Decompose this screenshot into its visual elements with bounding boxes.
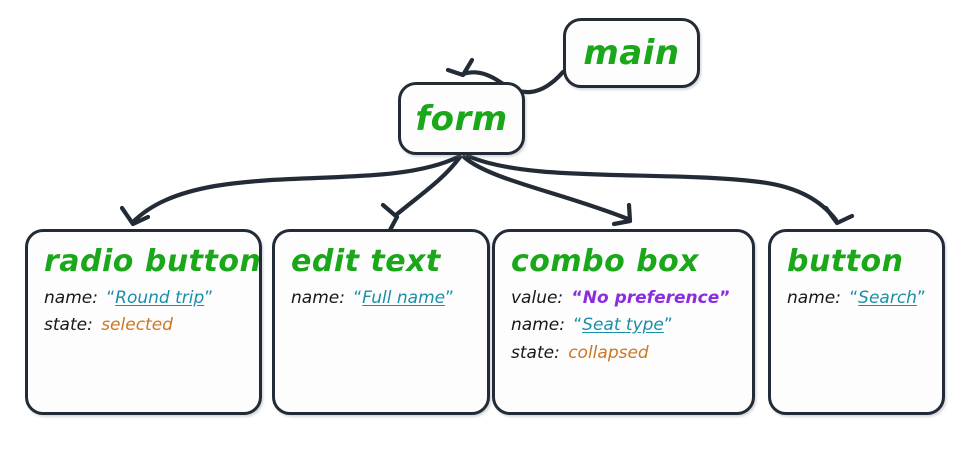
arrowhead-button [823,205,855,226]
attribute-value: selected [101,315,173,336]
node-role-label: form [415,98,508,139]
attribute-row: name: “Search” [787,285,926,313]
attribute-row: state: collapsed [511,340,736,368]
attribute-key: state: [511,342,560,363]
attribute-key: name: [787,287,841,308]
attribute-key: value: [511,287,564,308]
node-main[interactable]: main [563,18,700,88]
quote-close: ” [916,287,926,308]
edge-form-to-combo-box [461,154,631,222]
node-radio-button[interactable]: radio button name: “Round trip” state: s… [25,229,262,415]
arrowhead-form [445,57,475,78]
attribute-row: state: selected [44,312,243,340]
attribute-value: “Full name” [353,288,454,308]
quote-open: “ [353,287,363,308]
node-role-label: radio button [44,244,262,279]
quote-close: ” [719,287,731,308]
attribute-value-text: Search [858,287,917,308]
arrowhead-combo-box [611,202,633,227]
attribute-row: value: “No preference” [511,285,736,313]
attribute-key: state: [44,315,93,336]
quote-open: “ [106,287,116,308]
quote-close: ” [445,287,454,308]
node-button[interactable]: button name: “Search” [768,229,945,415]
node-attributes: value: “No preference” name: “Seat type”… [511,285,736,368]
attribute-value-text: No preference [582,287,720,308]
quote-open: “ [571,287,583,308]
node-role-label: combo box [511,244,700,279]
node-role-label: button [787,244,904,279]
node-form[interactable]: form [398,82,525,155]
node-combo-box[interactable]: combo box value: “No preference” name: “… [492,229,755,415]
attribute-value: “Seat type” [573,315,672,335]
attribute-value-text: Seat type [582,315,664,336]
node-attributes: name: “Search” [787,285,926,313]
quote-open: “ [849,287,859,308]
edge-form-to-edit-text [393,154,463,218]
node-role-label: main [583,33,680,73]
attribute-key: name: [291,287,345,308]
quote-open: “ [573,315,583,336]
attribute-key: name: [511,315,565,336]
attribute-value: “Search” [849,288,925,308]
edge-form-to-button [465,153,839,223]
arrowhead-radio-button [119,205,151,227]
node-attributes: name: “Full name” [291,285,471,313]
attribute-row: name: “Round trip” [44,285,243,313]
attribute-row: name: “Seat type” [511,312,736,340]
quote-close: ” [663,315,673,336]
node-attributes: name: “Round trip” state: selected [44,285,243,340]
node-edit-text[interactable]: edit text name: “Full name” [272,229,490,415]
attribute-row: name: “Full name” [291,285,471,313]
attribute-value-text: Round trip [115,287,205,308]
attribute-key: name: [44,287,98,308]
attribute-value: “No preference” [572,288,731,308]
attribute-value-text: Full name [362,287,446,308]
edge-form-to-radio-button [130,154,461,225]
arrowhead-edit-text [380,202,400,233]
quote-close: ” [204,287,214,308]
attribute-value: “Round trip” [106,288,213,308]
attribute-value: collapsed [568,342,649,363]
node-role-label: edit text [291,244,441,279]
